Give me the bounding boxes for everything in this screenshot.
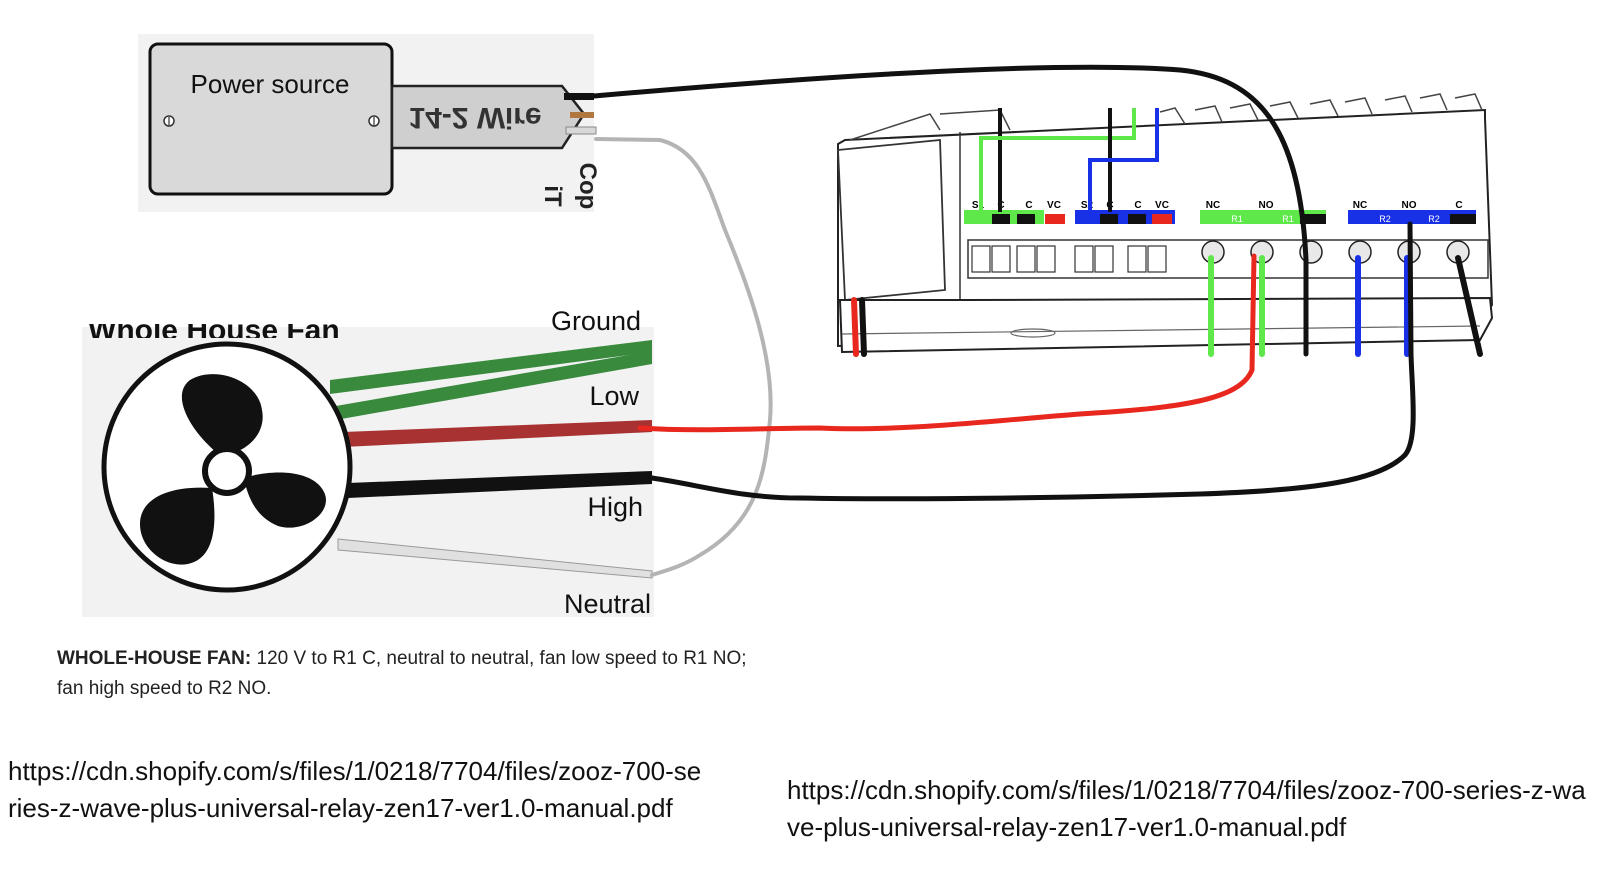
power-source-box	[148, 42, 394, 196]
green-bus-right	[1200, 210, 1326, 224]
cable-side-text-1: Cop	[574, 163, 601, 210]
url-left[interactable]: https://cdn.shopify.com/s/files/1/0218/7…	[8, 756, 702, 823]
term-vc2: VC	[1155, 200, 1169, 211]
fan-title-partial: Whole House Fan	[88, 314, 340, 347]
ground-label: Ground	[551, 306, 641, 336]
term-s1: S1	[972, 200, 985, 211]
high-label: High	[587, 492, 643, 522]
low-wire	[343, 420, 652, 447]
high-wire	[348, 471, 652, 498]
fan-panel: Whole House Fan Ground Low High Neutral	[82, 306, 654, 619]
caption-text: 120 V to R1 C, neutral to neutral, fan l…	[57, 648, 747, 699]
power-source-label: Power source	[191, 69, 350, 99]
term-c5: C	[1455, 200, 1462, 211]
neutral-wire	[337, 538, 653, 579]
neutral-wire-run	[594, 137, 773, 577]
caption: WHOLE-HOUSE FAN: 120 V to R1 C, neutral …	[57, 644, 757, 704]
high-wire-run	[649, 221, 1416, 502]
term-nc1: NC	[1206, 200, 1220, 211]
ground-wire-2	[330, 351, 652, 421]
fan-icon	[101, 341, 353, 593]
cable-side-text-2: iT	[539, 185, 566, 207]
hot-wire-run	[591, 64, 1309, 357]
term-c4: C	[1134, 200, 1141, 211]
term-no2: NO	[1402, 200, 1417, 211]
low-wire-run	[637, 253, 1257, 433]
ground-wire-1	[330, 340, 652, 394]
neutral-label: Neutral	[564, 589, 651, 619]
relay-tag-r2b: R2	[1428, 214, 1440, 224]
caption-bold: WHOLE-HOUSE FAN:	[57, 648, 252, 669]
relay-tag-r1b: R1	[1282, 214, 1294, 224]
low-label: Low	[589, 381, 639, 411]
url-right[interactable]: https://cdn.shopify.com/s/files/1/0218/7…	[787, 775, 1586, 842]
term-c2: C	[1025, 200, 1032, 211]
term-vc1: VC	[1047, 200, 1061, 211]
term-no1: NO	[1259, 200, 1274, 211]
relay-tag-r2a: R2	[1379, 214, 1391, 224]
blue-bus-right	[1348, 210, 1476, 224]
cable-label: 14-2 Wire	[408, 101, 541, 134]
term-nc2: NC	[1353, 200, 1367, 211]
relay-tag-r1a: R1	[1231, 214, 1243, 224]
power-source-panel: Power source 14-2 Wire Cop iT	[138, 34, 601, 212]
relay-screws	[1201, 240, 1470, 264]
relay-module: S1 C C VC S2 C C VC NC NO NC NO C R1 R1 …	[837, 93, 1494, 357]
term-s2: S2	[1081, 200, 1094, 211]
